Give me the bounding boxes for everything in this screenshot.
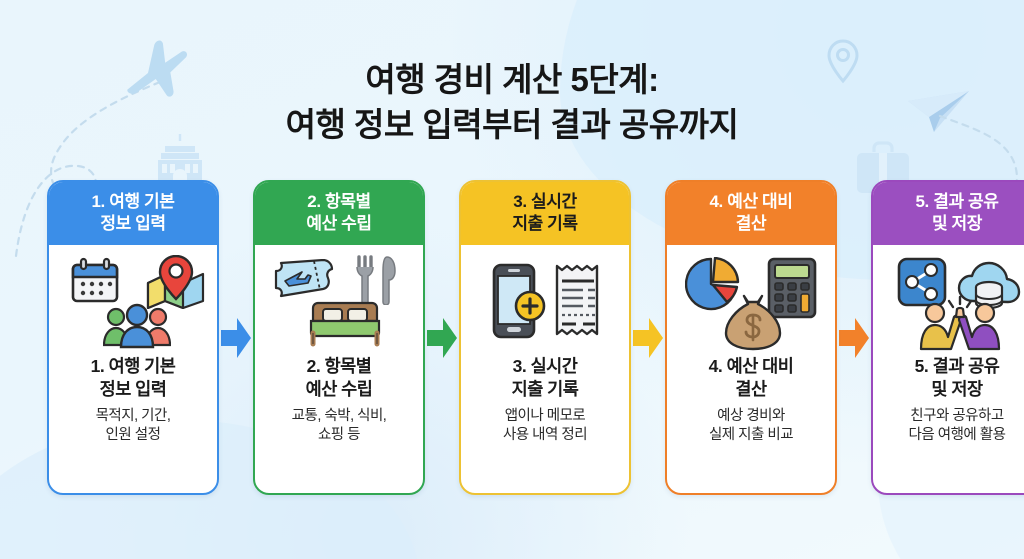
cloud-database-icon (957, 261, 1021, 318)
pie-chart-icon (684, 256, 741, 316)
step-2-desc: 교통, 숙박, 식비, 쇼핑 등 (291, 407, 387, 443)
phone-add-icon (490, 263, 546, 344)
step-1-desc: 목적지, 기간, 인원 설정 (95, 407, 171, 443)
step-4-header: 4. 예산 대비 결산 (667, 182, 835, 246)
step-3-icons (467, 255, 623, 349)
step-5-title: 5. 결과 공유 및 저장 (914, 356, 1000, 399)
step-1-title: 1. 여행 기본 정보 입력 (90, 356, 176, 399)
receipt-icon (551, 263, 605, 342)
share-icon (897, 257, 947, 312)
step-card-3[interactable]: 3. 실시간 지출 기록 (459, 180, 631, 495)
step-4-icons (673, 255, 829, 351)
arrow-step4-to-step5 (837, 180, 871, 495)
people-group-icon (102, 303, 172, 354)
high-five-people-icon (917, 295, 1003, 356)
step-1-icons (55, 254, 211, 349)
arrow-step3-to-step4 (631, 180, 665, 495)
step-5-desc: 친구와 공유하고 다음 여행에 활용 (908, 407, 1006, 443)
step-3-body: 3. 실시간 지출 기록 앱이나 메모로 사용 내역 정리 (461, 245, 629, 493)
bed-icon (309, 299, 381, 352)
step-card-2[interactable]: 2. 항목별 예산 수립 (253, 180, 425, 495)
step-4-title: 4. 예산 대비 결산 (708, 356, 794, 399)
plane-ticket-icon (273, 259, 335, 306)
fork-knife-icon (354, 255, 398, 310)
step-2-icons (261, 255, 417, 349)
step-4-body: 4. 예산 대비 결산 예상 경비와 실제 지출 비교 (667, 245, 835, 493)
step-2-title: 2. 항목별 예산 수립 (305, 356, 373, 399)
step-4-desc: 예상 경비와 실제 지출 비교 (708, 407, 794, 443)
page-title: 여행 경비 계산 5단계: 여행 정보 입력부터 결과 공유까지 (285, 61, 739, 143)
money-bag-icon (723, 293, 783, 356)
step-2-header: 2. 항목별 예산 수립 (255, 182, 423, 246)
step-5-icons (879, 255, 1024, 351)
step-3-desc: 앱이나 메모로 사용 내역 정리 (502, 407, 588, 443)
step-card-5[interactable]: 5. 결과 공유 및 저장 (871, 180, 1024, 495)
calculator-icon (766, 257, 818, 324)
arrow-step2-to-step3 (425, 180, 459, 495)
step-3-header: 3. 실시간 지출 기록 (461, 182, 629, 246)
step-2-body: 2. 항목별 예산 수립 교통, 숙박, 식비, 쇼핑 등 (255, 245, 423, 493)
map-location-pin-icon (145, 254, 207, 314)
arrow-step1-to-step2 (219, 180, 253, 495)
calendar-icon (69, 257, 121, 310)
step-card-4[interactable]: 4. 예산 대비 결산 (665, 180, 837, 495)
step-card-1[interactable]: 1. 여행 기본 정보 입력 (47, 180, 219, 495)
step-5-body: 5. 결과 공유 및 저장 친구와 공유하고 다음 여행에 활용 (873, 245, 1024, 493)
step-1-header: 1. 여행 기본 정보 입력 (49, 182, 217, 246)
step-1-body: 1. 여행 기본 정보 입력 목적지, 기간, 인원 설정 (49, 245, 217, 493)
steps-row: 1. 여행 기본 정보 입력 (47, 180, 1024, 495)
step-5-header: 5. 결과 공유 및 저장 (873, 182, 1024, 246)
step-3-title: 3. 실시간 지출 기록 (511, 356, 579, 399)
